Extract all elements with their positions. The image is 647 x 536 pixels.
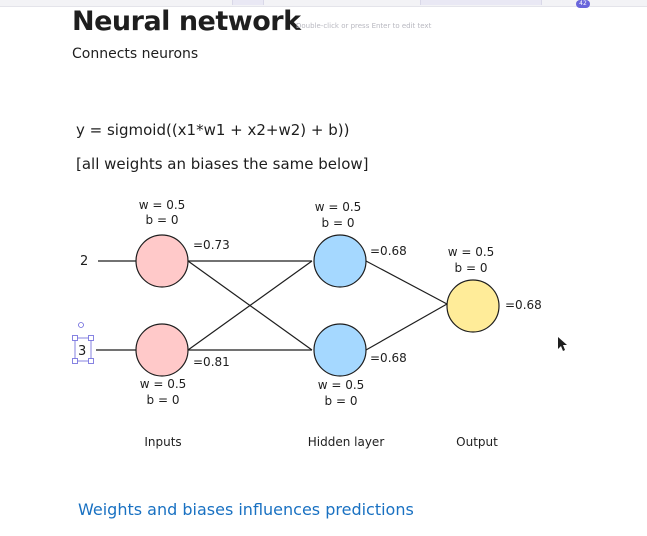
hidden-top-bias[interactable]: b = 0 — [322, 216, 355, 230]
input-value-x1[interactable]: 2 — [80, 254, 88, 269]
hidden-top-output[interactable]: =0.68 — [370, 244, 407, 258]
footer-text[interactable]: Weights and biases influences prediction… — [78, 500, 414, 519]
page-title[interactable]: Neural network — [72, 6, 301, 37]
input-neuron-top[interactable] — [135, 234, 189, 288]
input-bottom-weight[interactable]: w = 0.5 — [140, 377, 187, 391]
input-value-x2[interactable]: 3 — [78, 344, 86, 359]
formula-text[interactable]: y = sigmoid((x1*w1 + x2+w2) + b)) — [76, 121, 350, 139]
output-weight[interactable]: w = 0.5 — [448, 245, 495, 259]
toolbar-tool[interactable] — [420, 0, 542, 5]
layer-label-output[interactable]: Output — [456, 435, 498, 449]
note-text[interactable]: [all weights an biases the same below] — [76, 155, 369, 173]
input-top-output[interactable]: =0.73 — [193, 238, 230, 252]
input-bottom-output[interactable]: =0.81 — [193, 355, 230, 369]
hidden-bottom-output[interactable]: =0.68 — [370, 351, 407, 365]
subtitle[interactable]: Connects neurons — [72, 46, 199, 62]
input-top-weight[interactable]: w = 0.5 — [139, 198, 186, 212]
edge-in2-h1[interactable] — [187, 260, 313, 351]
notification-badge[interactable]: 42 — [576, 0, 590, 8]
hidden-neuron-top[interactable] — [313, 234, 367, 288]
app-toolbar — [0, 0, 647, 7]
selection-handles[interactable] — [72, 322, 94, 364]
hidden-bottom-weight[interactable]: w = 0.5 — [318, 378, 365, 392]
output-value[interactable]: =0.68 — [505, 298, 542, 312]
input-top-bias[interactable]: b = 0 — [146, 213, 179, 227]
input-bottom-bias[interactable]: b = 0 — [147, 393, 180, 407]
output-bias[interactable]: b = 0 — [455, 261, 488, 275]
edge-h1-out[interactable] — [365, 260, 448, 305]
hidden-neuron-bottom[interactable] — [313, 323, 367, 377]
edit-hint: Double-click or press Enter to edit text — [296, 22, 432, 30]
layer-label-inputs[interactable]: Inputs — [144, 435, 181, 449]
mouse-cursor-icon — [558, 337, 567, 351]
hidden-bottom-bias[interactable]: b = 0 — [325, 394, 358, 408]
layer-label-hidden[interactable]: Hidden layer — [308, 435, 385, 449]
edge-h2-out[interactable] — [365, 303, 448, 351]
input-neuron-bottom[interactable] — [135, 323, 189, 377]
hidden-top-weight[interactable]: w = 0.5 — [315, 200, 362, 214]
toolbar-tool[interactable] — [232, 0, 264, 5]
output-neuron[interactable] — [446, 279, 500, 333]
